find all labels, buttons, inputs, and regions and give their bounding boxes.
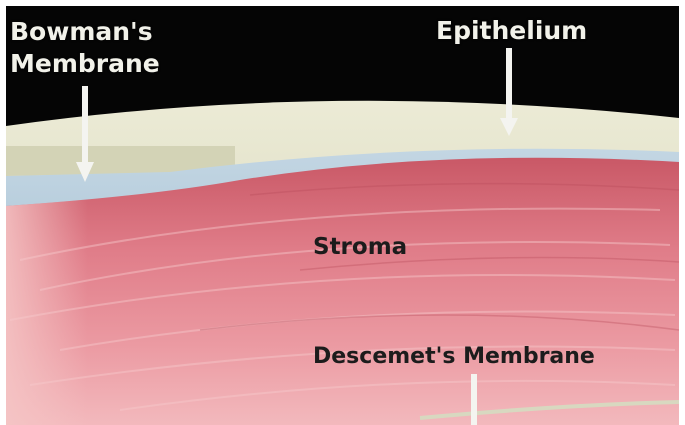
descemets-pointer xyxy=(471,374,477,425)
epithelium-label: Epithelium xyxy=(436,16,587,46)
descemets-membrane-label: Descemet's Membrane xyxy=(313,342,595,372)
bowmans-label-line1: Bowman's xyxy=(10,16,160,48)
bowmans-membrane-label: Bowman's Membrane xyxy=(10,16,160,80)
stroma-label: Stroma xyxy=(313,232,407,262)
bowmans-label-line2: Membrane xyxy=(10,48,160,80)
stroma-highlight xyxy=(6,180,240,425)
